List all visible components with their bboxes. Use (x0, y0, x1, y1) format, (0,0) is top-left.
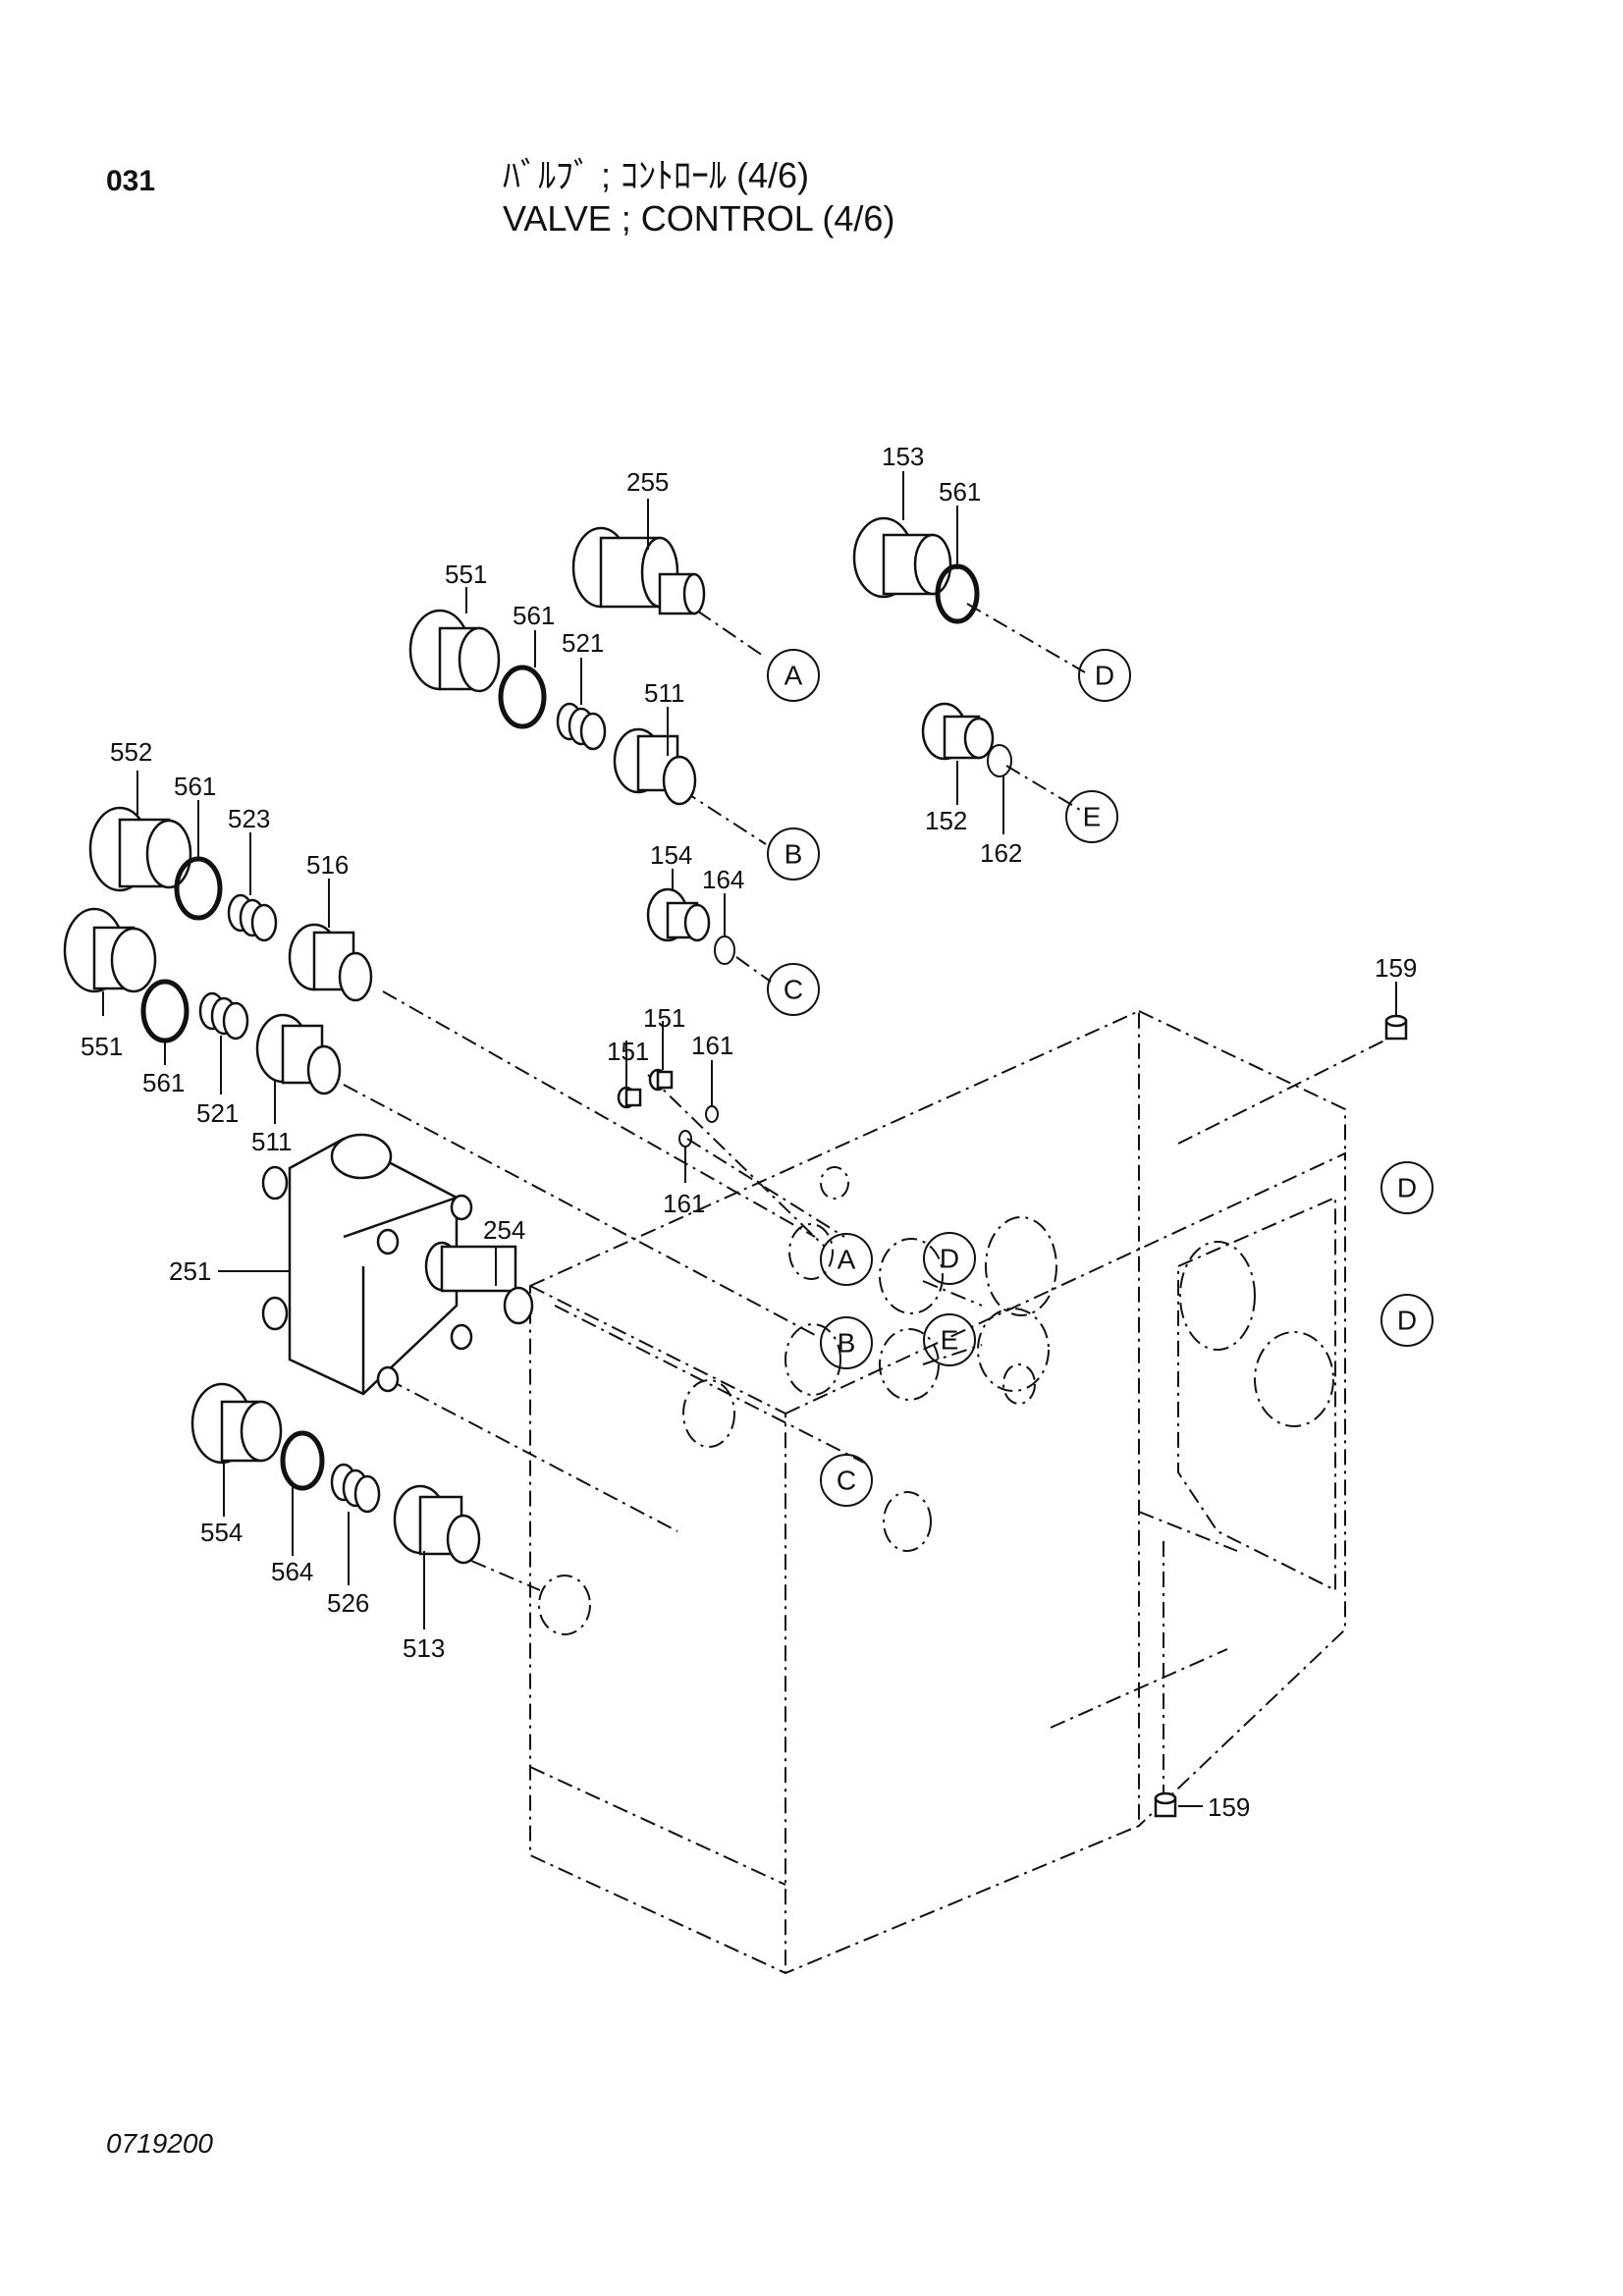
label-551: 551 (81, 1032, 123, 1061)
title-english: VALVE ; CONTROL (4/6) (503, 198, 895, 239)
part-154-plug (646, 887, 711, 942)
part-159-plug-bottom (1154, 1791, 1177, 1818)
svg-text:D: D (1397, 1173, 1417, 1203)
part-164-oring (714, 935, 735, 965)
svg-text:D: D (1397, 1306, 1417, 1336)
part-511-poppet-b (255, 1013, 342, 1095)
part-561-oring-d (935, 563, 980, 624)
label-516: 516 (306, 850, 349, 880)
ref-circle-b-top: B (767, 828, 820, 881)
label-152: 152 (925, 806, 967, 835)
svg-text:A: A (838, 1245, 856, 1275)
label-511: 511 (644, 678, 684, 708)
label-254: 254 (483, 1215, 525, 1245)
label-554: 554 (200, 1518, 243, 1547)
page-number: 031 (106, 165, 156, 197)
part-552-cap (88, 806, 192, 892)
part-554-cap (190, 1382, 283, 1465)
part-521-spring-b (198, 991, 249, 1041)
label-511: 511 (251, 1127, 292, 1156)
label-523: 523 (228, 804, 270, 833)
ref-circle-d-right-upper: D (1380, 1161, 1434, 1214)
leader-lines (102, 471, 1397, 1807)
label-551: 551 (445, 560, 487, 589)
part-254-spool (424, 1241, 534, 1325)
assembly-lines (343, 593, 1395, 1796)
part-162-oring (987, 744, 1012, 777)
label-151: 151 (643, 1003, 685, 1033)
svg-text:E: E (941, 1325, 959, 1356)
svg-text:B: B (838, 1328, 856, 1359)
label-154: 154 (650, 840, 692, 870)
svg-text:D: D (940, 1244, 959, 1274)
ref-circle-b-body: B (820, 1316, 873, 1369)
ref-circle-d-right-lower: D (1380, 1294, 1434, 1347)
svg-text:C: C (784, 975, 803, 1005)
label-561: 561 (939, 477, 981, 507)
label-561: 561 (174, 772, 216, 801)
ref-circle-e-body: E (923, 1313, 976, 1366)
label-162: 162 (980, 838, 1022, 868)
label-564: 564 (271, 1557, 313, 1586)
label-552: 552 (110, 737, 152, 767)
part-564-oring (280, 1430, 325, 1491)
label-255: 255 (626, 467, 669, 497)
label-561: 561 (142, 1068, 185, 1097)
part-561-oring-c (174, 856, 223, 921)
part-255-cap (571, 526, 706, 615)
part-251-cover (261, 1133, 473, 1396)
part-161-oring-b (678, 1130, 692, 1148)
part-151-bolt-a (617, 1086, 642, 1109)
label-561: 561 (513, 601, 555, 630)
ref-circle-c-body: C (820, 1454, 873, 1507)
title-japanese: ﾊﾞﾙﾌﾞ ; ｺﾝﾄﾛｰﾙ (4/6) (503, 155, 810, 195)
part-551-cap-a (408, 609, 501, 693)
ref-circle-d-top: D (1078, 649, 1131, 702)
svg-text:C: C (837, 1466, 856, 1496)
label-161: 161 (691, 1031, 733, 1060)
ref-circle-c-top: C (767, 963, 820, 1016)
label-159: 159 (1375, 953, 1417, 983)
part-523-spring (227, 893, 278, 942)
label-251: 251 (169, 1256, 211, 1286)
part-561-oring-a (498, 665, 547, 729)
part-159-plug-top (1384, 1014, 1408, 1041)
part-516-poppet (288, 923, 373, 1002)
part-511-poppet-a (613, 727, 697, 806)
label-161: 161 (663, 1189, 705, 1218)
ref-circle-d-body: D (923, 1232, 976, 1285)
label-159: 159 (1208, 1792, 1250, 1822)
svg-text:D: D (1095, 661, 1114, 691)
ref-circle-a-body: A (820, 1233, 873, 1286)
drawing-number: 0719200 (106, 2128, 214, 2159)
valve-body (529, 1009, 1346, 1975)
part-151-bolt-b (648, 1068, 674, 1092)
label-521: 521 (196, 1098, 239, 1128)
label-513: 513 (403, 1633, 445, 1663)
label-151: 151 (607, 1037, 649, 1066)
label-526: 526 (327, 1588, 369, 1618)
svg-text:A: A (784, 661, 803, 691)
part-labels: 255 153 561 551 561 521 511 552 561 523 … (81, 442, 1417, 1822)
label-153: 153 (882, 442, 924, 471)
part-521-spring-a (556, 702, 607, 751)
label-521: 521 (562, 628, 604, 658)
part-152-plug (921, 702, 995, 761)
part-153-plug (852, 516, 952, 599)
part-551-cap-b (63, 907, 157, 993)
ref-circle-e-top: E (1065, 790, 1118, 843)
svg-text:B: B (784, 839, 803, 870)
label-164: 164 (702, 865, 744, 894)
svg-text:E: E (1083, 802, 1102, 832)
part-561-oring-b (140, 979, 189, 1043)
part-513-poppet (393, 1484, 481, 1565)
part-526-spring (330, 1463, 381, 1514)
ref-circle-a-top: A (767, 649, 820, 702)
part-161-oring-a (705, 1105, 719, 1123)
